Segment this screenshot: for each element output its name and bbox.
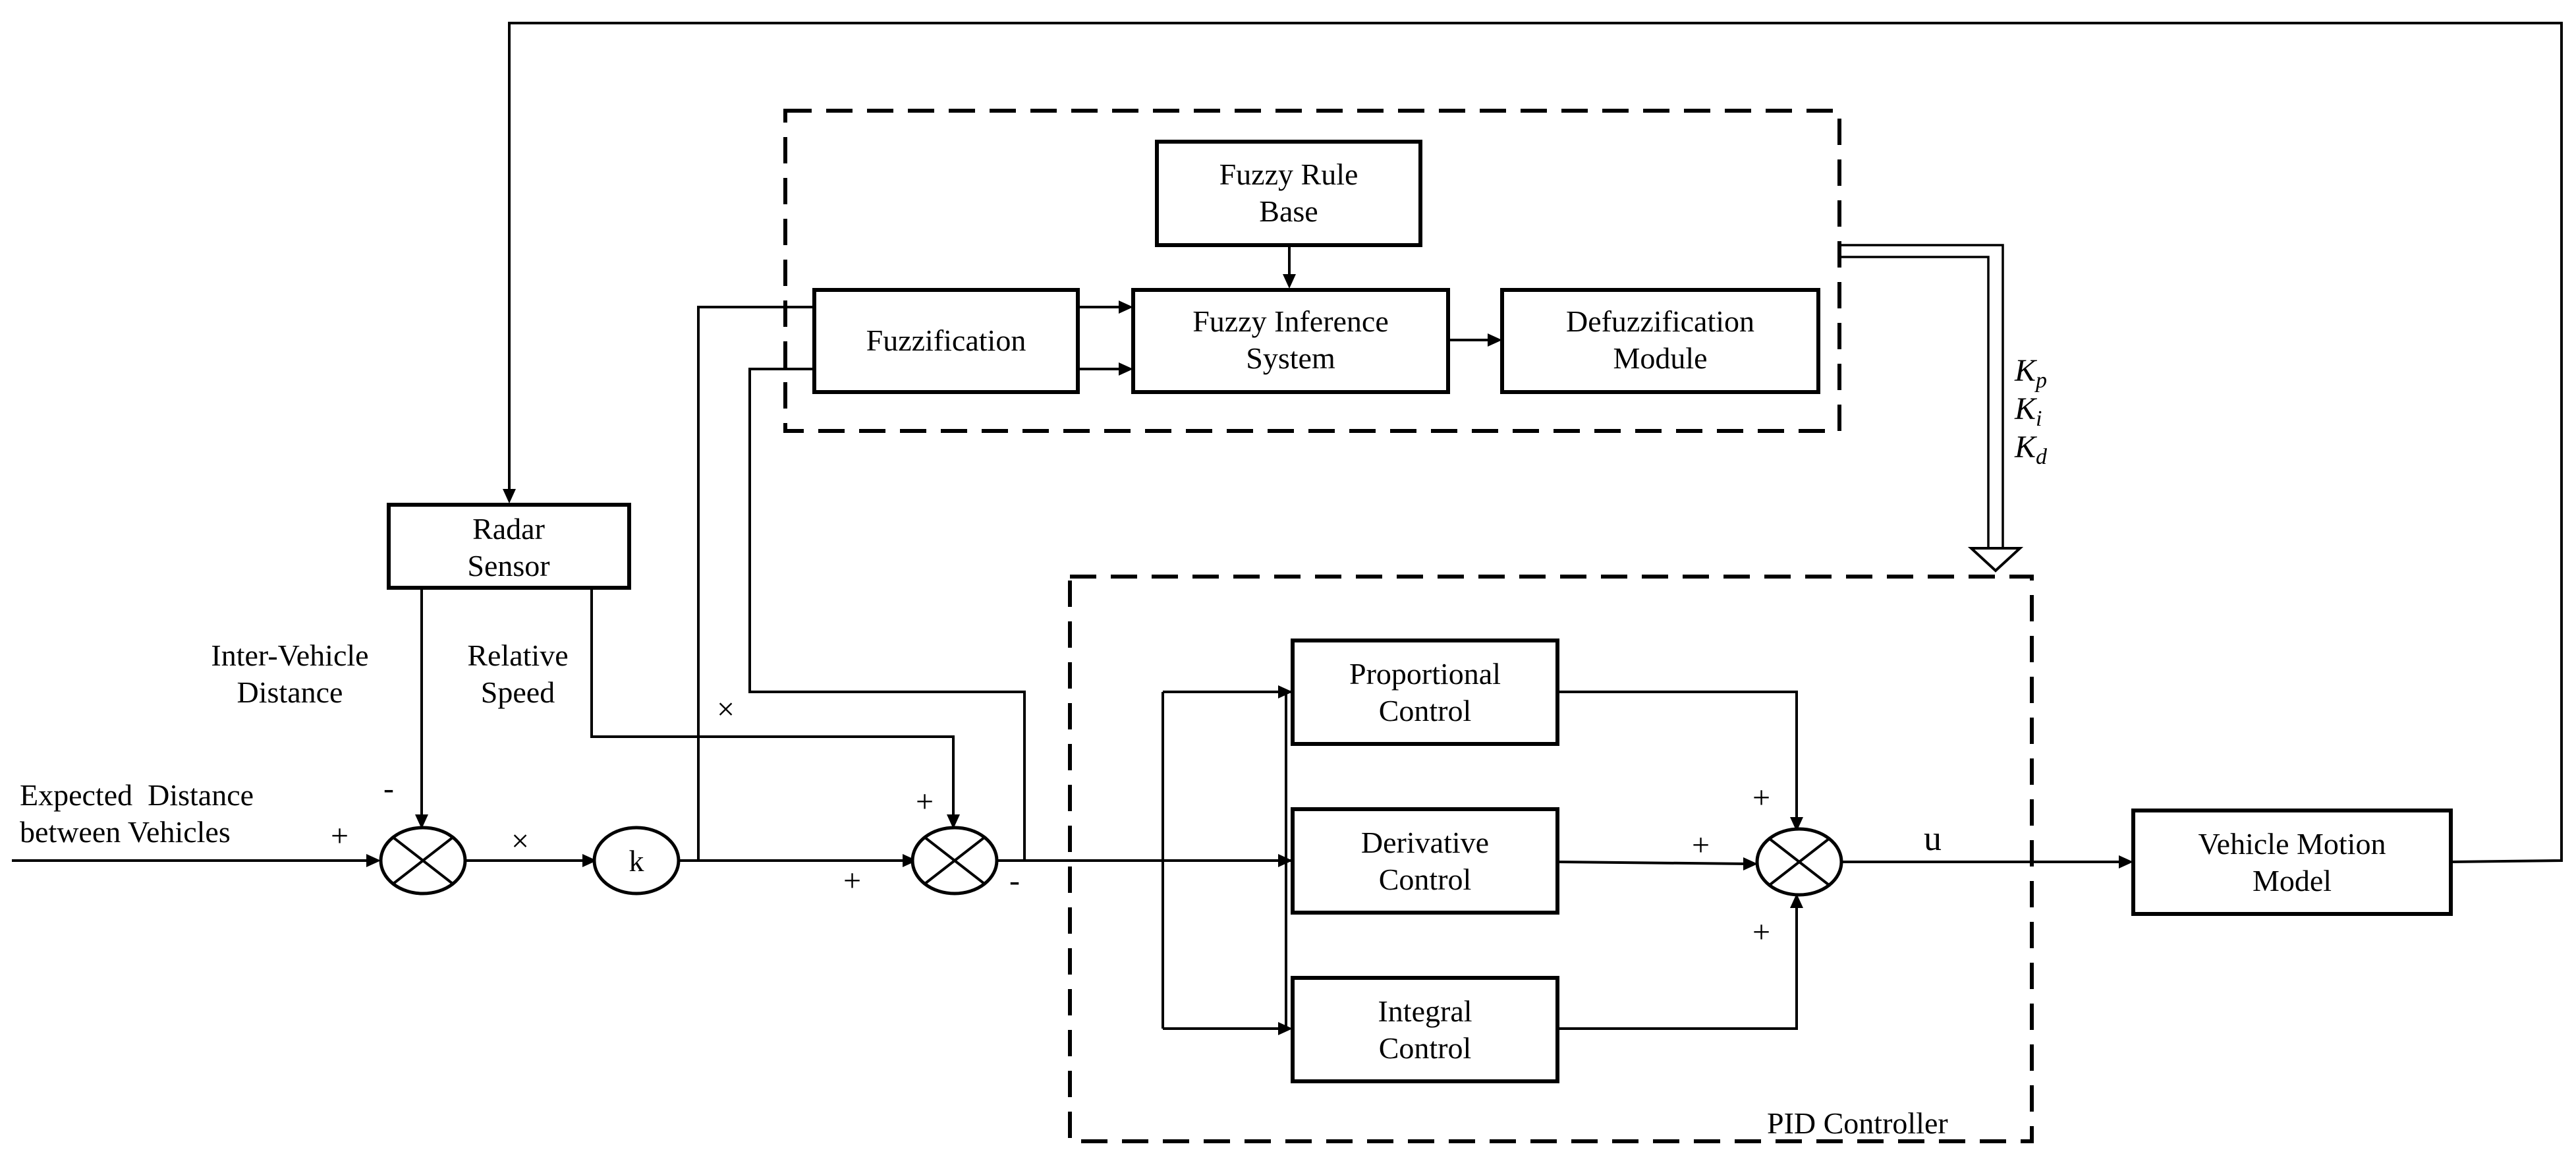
defuzzification-module-block: Defuzzification Module <box>1500 288 1820 394</box>
expected-distance-label-1: Expected Distance <box>20 778 254 812</box>
defuzzification-label-2: Module <box>1613 341 1707 375</box>
inter-vehicle-distance-label-2: Distance <box>237 675 343 709</box>
fuzzy-inference-label-1: Fuzzy Inference <box>1192 304 1389 338</box>
sum2-bottom-sign: - <box>1009 863 1020 898</box>
arrowhead <box>1278 685 1293 698</box>
arrowhead <box>1488 333 1502 347</box>
defuzzification-label-1: Defuzzification <box>1566 304 1754 338</box>
pid-gains-labels: Kp Ki Kd <box>2014 353 2048 469</box>
gains-double-arrow-inner <box>1839 256 1990 551</box>
proportional-to-sum3-line <box>1557 691 1798 828</box>
arrowhead <box>903 854 917 867</box>
error-to-fuzzification-line <box>748 368 1026 861</box>
arrowhead <box>415 814 428 829</box>
summing-junction-1 <box>379 826 467 895</box>
radar-sensor-label-2: Sensor <box>467 549 549 582</box>
sum1-output-sign: × <box>511 824 529 859</box>
derivative-control-block: Derivative Control <box>1291 807 1559 915</box>
fuzzy-rule-base-label-2: Base <box>1259 194 1318 228</box>
fuzzy-rule-base-label-1: Fuzzy Rule <box>1219 157 1358 191</box>
fuzzification-block: Fuzzification <box>812 288 1080 394</box>
sum1-left-sign: + <box>331 818 349 853</box>
arrowhead <box>1119 362 1133 376</box>
proportional-control-label-2: Control <box>1379 694 1472 727</box>
k-to-fuzzification-line <box>697 306 813 861</box>
sum3-bottom-sign: + <box>1752 915 1770 950</box>
proportional-control-label-1: Proportional <box>1349 657 1501 691</box>
integral-control-label-1: Integral <box>1378 994 1472 1028</box>
sum1-top-sign: - <box>383 771 394 806</box>
derivative-to-sum3-line <box>1557 861 1750 865</box>
arrowhead <box>503 489 516 503</box>
arrowhead <box>1119 300 1133 314</box>
relative-speed-label-2: Speed <box>481 675 555 709</box>
vehicle-motion-model-block: Vehicle Motion Model <box>2131 809 2453 916</box>
integral-to-sum3-line <box>1557 897 1798 1030</box>
integral-control-label-2: Control <box>1379 1031 1472 1065</box>
derivative-control-label-1: Derivative <box>1361 826 1489 859</box>
derivative-control-label-2: Control <box>1379 863 1472 896</box>
summing-junction-3 <box>1755 827 1843 897</box>
gains-double-arrow-head <box>1967 547 2024 573</box>
arrowhead <box>366 854 381 867</box>
fuzzy-controller-group <box>783 109 1841 433</box>
vehicle-motion-label-1: Vehicle Motion <box>2198 827 2386 861</box>
radar-sensor-label-1: Radar <box>472 512 545 546</box>
radar-to-sum2-line <box>590 588 955 825</box>
inter-vehicle-distance-label-1: Inter-Vehicle <box>211 639 368 672</box>
fuzzification-label: Fuzzification <box>866 324 1026 357</box>
integral-control-block: Integral Control <box>1291 976 1559 1083</box>
arrowhead <box>1283 274 1296 289</box>
arrowhead <box>947 814 960 829</box>
gains-double-arrow-outer <box>1839 244 2004 551</box>
fuzzy-input-cross-sign: × <box>717 692 735 727</box>
feedback-loop-line <box>508 22 2563 863</box>
control-signal-u-label: u <box>1924 818 1942 858</box>
arrowhead <box>1278 854 1293 867</box>
gain-k-block: k <box>592 826 681 895</box>
arrowhead <box>1743 857 1758 870</box>
gain-kd-label: Kd <box>2014 430 2048 469</box>
fuzzy-inference-label-2: System <box>1246 341 1335 375</box>
sum3-top-sign: + <box>1752 780 1770 815</box>
arrowhead <box>1790 817 1803 832</box>
fuzzy-rule-base-block: Fuzzy Rule Base <box>1155 140 1422 247</box>
fuzzy-inference-system-block: Fuzzy Inference System <box>1131 288 1450 394</box>
sum2-left-sign: + <box>843 863 861 898</box>
pid-controller-label: PID Controller <box>1767 1106 1948 1140</box>
radar-sensor-block: Radar Sensor <box>387 503 631 590</box>
vehicle-motion-label-2: Model <box>2253 864 2332 897</box>
summing-junction-2 <box>910 826 999 895</box>
arrowhead <box>2119 855 2133 868</box>
arrowhead <box>582 854 597 867</box>
sum2-top-sign: + <box>916 784 934 819</box>
sum3-left-sign: + <box>1692 828 1710 863</box>
arrowhead <box>1790 894 1803 908</box>
proportional-control-block: Proportional Control <box>1291 639 1559 746</box>
arrowhead <box>1278 1022 1293 1035</box>
relative-speed-label-1: Relative <box>467 639 568 672</box>
pid-controller-group <box>1068 575 2034 1143</box>
gain-kp-label: Kp <box>2014 353 2047 393</box>
expected-distance-label-2: between Vehicles <box>20 815 231 849</box>
gain-ki-label: Ki <box>2014 391 2042 431</box>
gain-k-label: k <box>629 844 644 878</box>
